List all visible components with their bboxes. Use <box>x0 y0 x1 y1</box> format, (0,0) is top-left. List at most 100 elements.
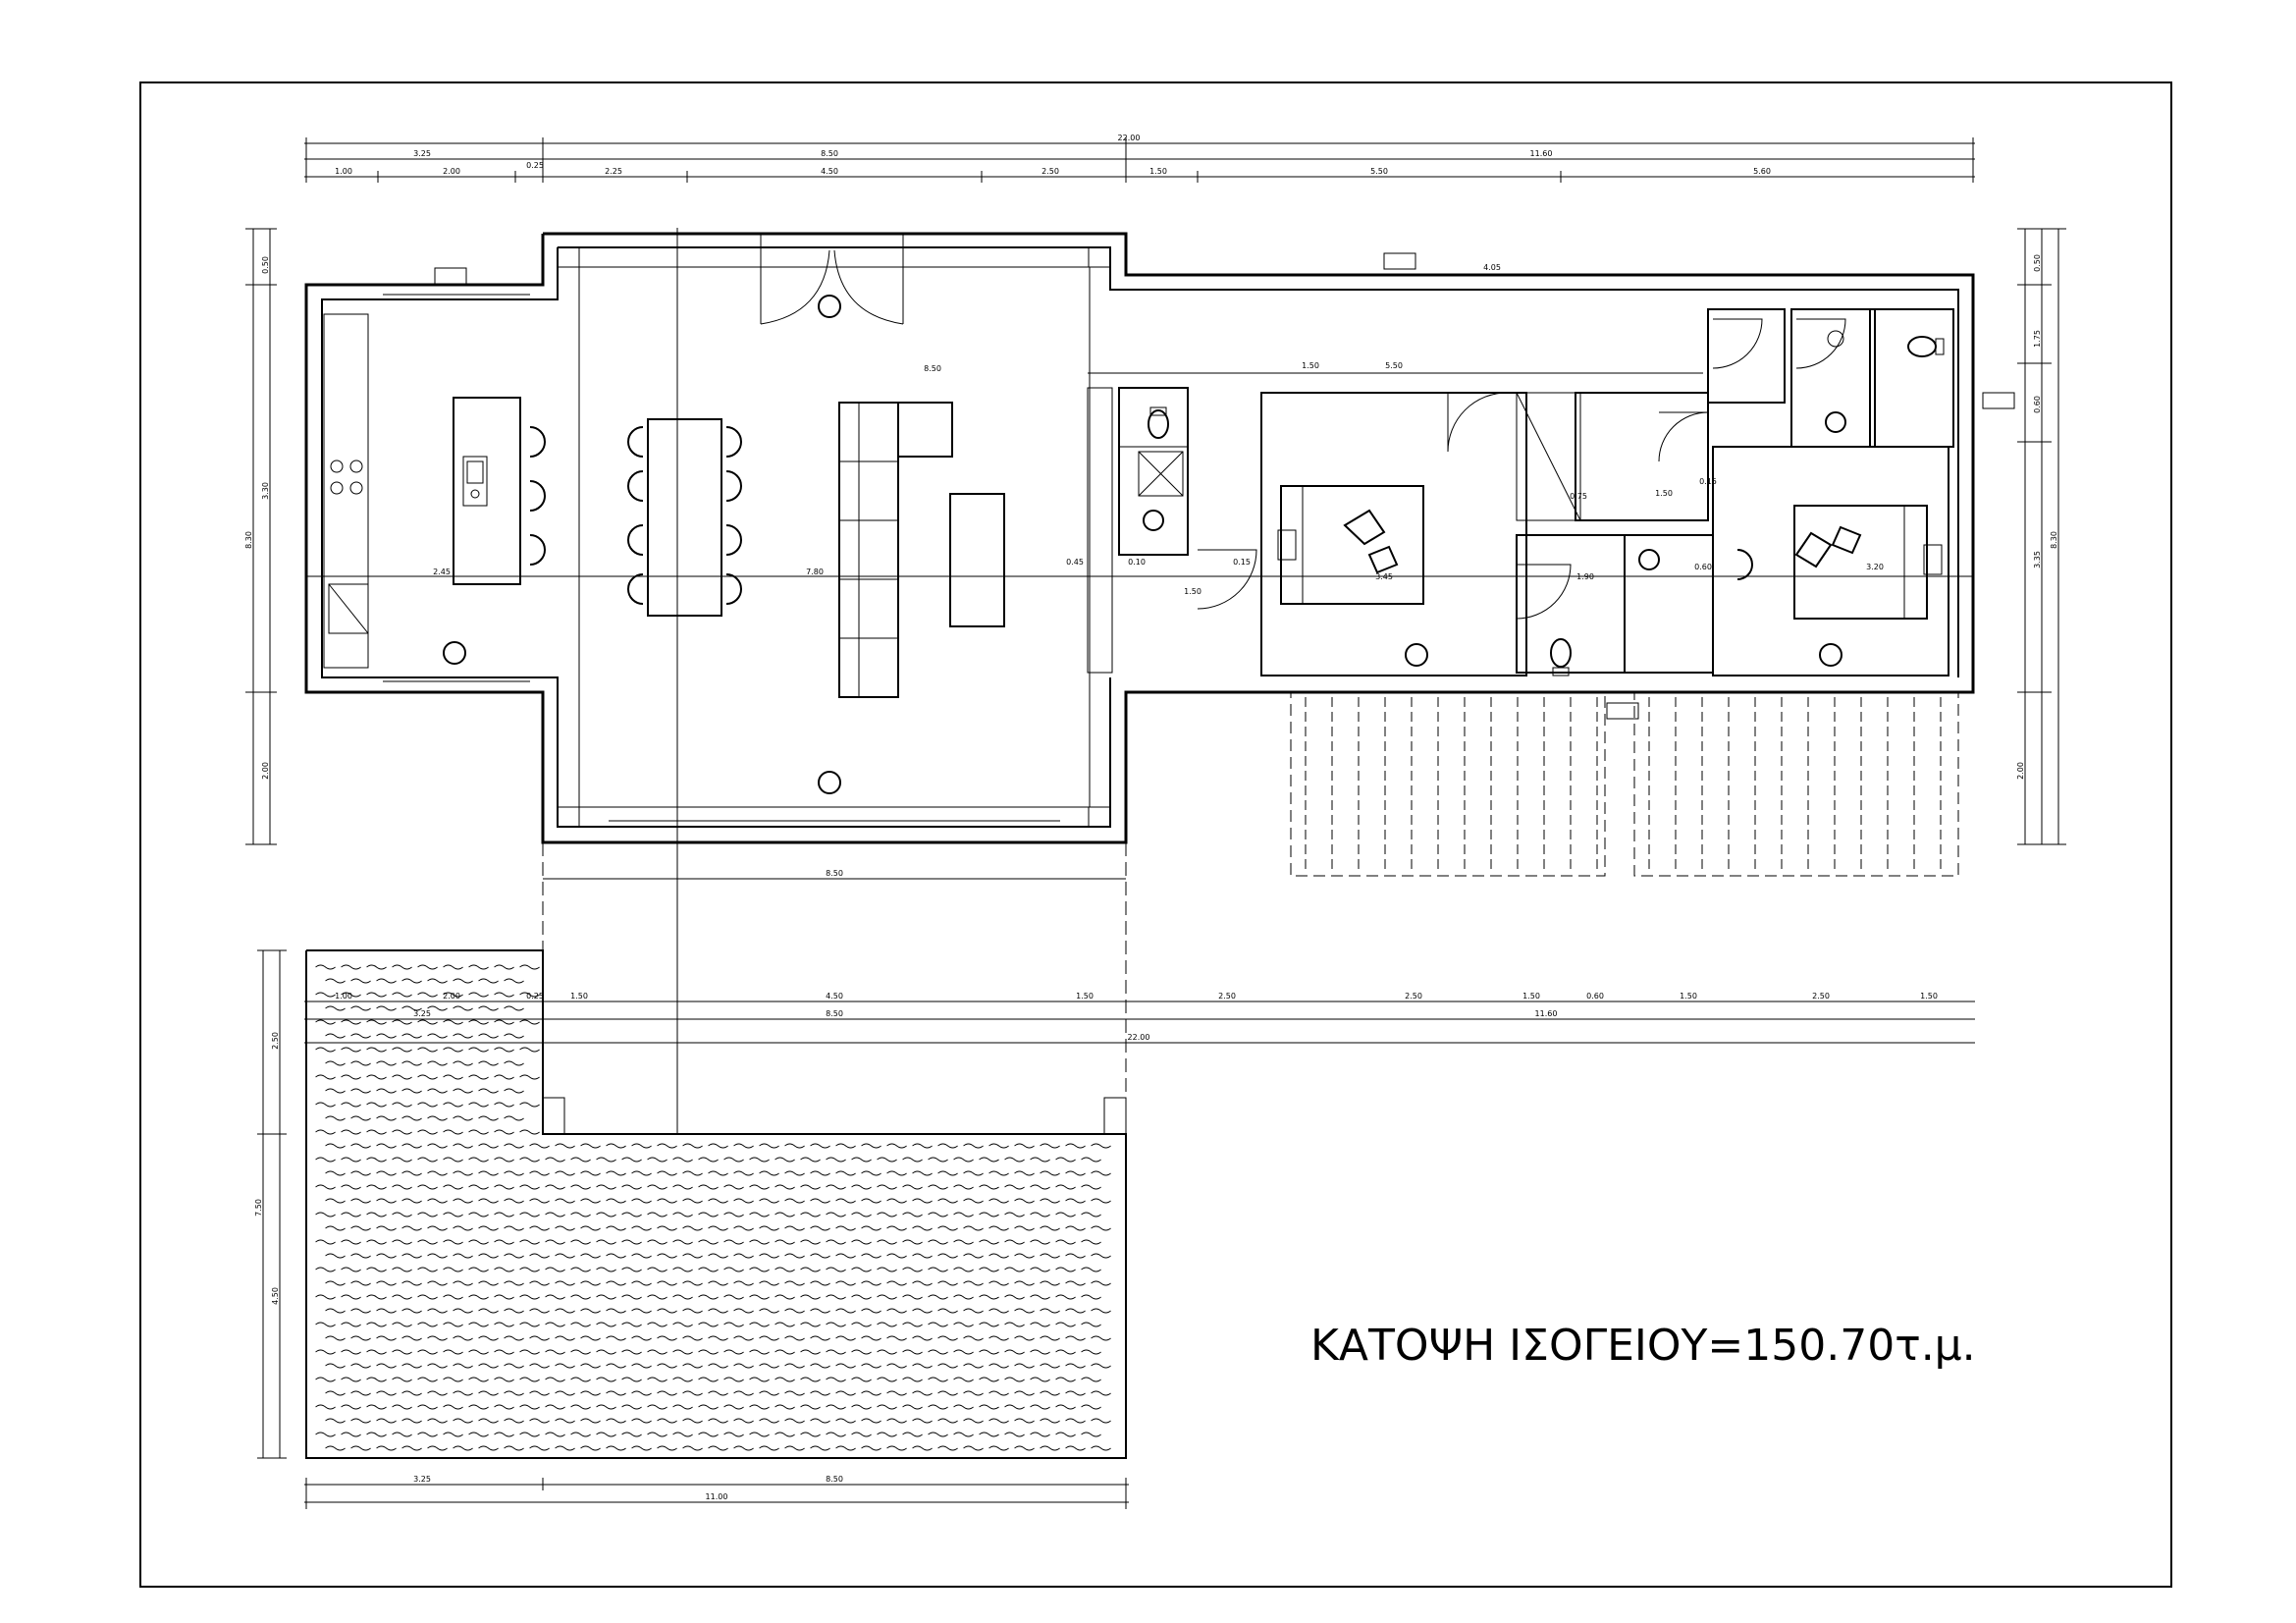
tile-hatch <box>545 1404 565 1410</box>
tile-hatch <box>392 1184 412 1190</box>
door-swing-icon <box>1197 318 1846 620</box>
dim-terrace-0: 2.50 <box>271 1032 280 1050</box>
tile-hatch <box>494 1349 514 1355</box>
tile-hatch <box>861 1170 881 1176</box>
tile-hatch <box>1055 1294 1076 1300</box>
tile-hatch <box>708 1225 728 1231</box>
tile-hatch <box>504 1060 524 1066</box>
tile-hatch <box>392 992 412 998</box>
tile-hatch <box>453 1143 473 1149</box>
tile-hatch <box>851 1294 872 1300</box>
tile-hatch <box>835 1253 856 1259</box>
tile-hatch <box>988 1335 1009 1341</box>
tile-hatch <box>366 1267 387 1272</box>
tile-hatch <box>682 1198 703 1204</box>
tile-hatch <box>1014 1143 1035 1149</box>
tile-hatch <box>453 1335 473 1341</box>
dim-left-total: 8.30 <box>244 531 253 549</box>
tile-hatch <box>376 1280 397 1286</box>
tile-hatch <box>774 1184 795 1190</box>
tile-hatch <box>443 1047 463 1053</box>
tile-hatch <box>902 1294 923 1300</box>
tile-hatch <box>504 1170 524 1176</box>
tile-hatch <box>1055 1432 1076 1437</box>
tile-hatch <box>1004 1267 1025 1272</box>
tile-hatch <box>733 1335 754 1341</box>
tile-hatch <box>1091 1390 1111 1396</box>
tile-hatch <box>1065 1335 1086 1341</box>
tile-hatch <box>580 1280 601 1286</box>
tile-hatch <box>1091 1143 1111 1149</box>
tile-hatch <box>784 1308 805 1314</box>
dim-mid-c1: 2.00 <box>443 992 460 1001</box>
tile-hatch <box>392 1294 412 1300</box>
tile-hatch <box>494 964 514 970</box>
tile-hatch <box>545 1239 565 1245</box>
dim-bottom-1: 8.50 <box>826 1475 843 1484</box>
tile-hatch <box>427 1390 448 1396</box>
tile-hatch <box>580 1253 601 1259</box>
tile-hatch <box>1055 1404 1076 1410</box>
tile-hatch <box>494 1074 514 1080</box>
tile-hatch <box>427 1363 448 1369</box>
tile-hatch <box>341 1322 361 1327</box>
tile-hatch <box>529 1363 550 1369</box>
tile-hatch <box>912 1280 933 1286</box>
tile-hatch <box>657 1280 677 1286</box>
tile-hatch <box>580 1390 601 1396</box>
tile-hatch <box>886 1253 907 1259</box>
tile-hatch <box>443 1129 463 1135</box>
tile-hatch <box>759 1280 779 1286</box>
tile-hatch <box>494 1019 514 1025</box>
tile-hatch <box>877 1404 897 1410</box>
tile-hatch <box>443 992 463 998</box>
tile-hatch <box>443 1377 463 1382</box>
tile-hatch <box>427 1445 448 1451</box>
tile-hatch <box>443 1019 463 1025</box>
tile-hatch <box>810 1445 830 1451</box>
tile-hatch <box>1030 1404 1050 1410</box>
tile-hatch <box>555 1390 575 1396</box>
tile-hatch <box>682 1335 703 1341</box>
tile-hatch <box>631 1363 652 1369</box>
tile-hatch <box>529 1418 550 1424</box>
tile-hatch <box>478 1088 499 1094</box>
tile-hatch <box>315 1432 336 1437</box>
tile-hatch <box>315 1404 336 1410</box>
tile-hatch <box>545 1294 565 1300</box>
tile-hatch <box>1040 1418 1060 1424</box>
tile-hatch <box>341 1157 361 1163</box>
tile-hatch <box>494 1377 514 1382</box>
tile-hatch <box>315 1212 336 1217</box>
tile-hatch <box>988 1308 1009 1314</box>
dim-top-total: 22.00 <box>1118 134 1141 142</box>
tile-hatch <box>902 1322 923 1327</box>
tile-hatch <box>376 1418 397 1424</box>
tile-hatch <box>468 1019 489 1025</box>
tile-hatch <box>392 964 412 970</box>
tile-hatch <box>341 1184 361 1190</box>
tile-hatch <box>1091 1418 1111 1424</box>
tile-hatch <box>749 1432 770 1437</box>
tile-hatch <box>468 1239 489 1245</box>
tile-hatch <box>886 1363 907 1369</box>
axis-lines <box>306 228 1973 1134</box>
tile-hatch <box>453 1115 473 1121</box>
tile-hatch <box>810 1363 830 1369</box>
tile-hatch <box>1004 1377 1025 1382</box>
tile-hatch <box>759 1445 779 1451</box>
tile-hatch <box>749 1239 770 1245</box>
tile-hatch <box>682 1253 703 1259</box>
tile-hatch <box>928 1212 948 1217</box>
tile-hatch <box>1081 1349 1101 1355</box>
tile-hatch <box>657 1418 677 1424</box>
tile-hatch <box>315 1184 336 1190</box>
tile-hatch <box>657 1390 677 1396</box>
tile-hatch <box>366 1047 387 1053</box>
tile-hatch <box>979 1184 999 1190</box>
tile-hatch <box>366 1294 387 1300</box>
tile-hatch <box>427 1253 448 1259</box>
tile-hatch <box>1081 1267 1101 1272</box>
tile-hatch <box>759 1335 779 1341</box>
tile-hatch <box>979 1239 999 1245</box>
